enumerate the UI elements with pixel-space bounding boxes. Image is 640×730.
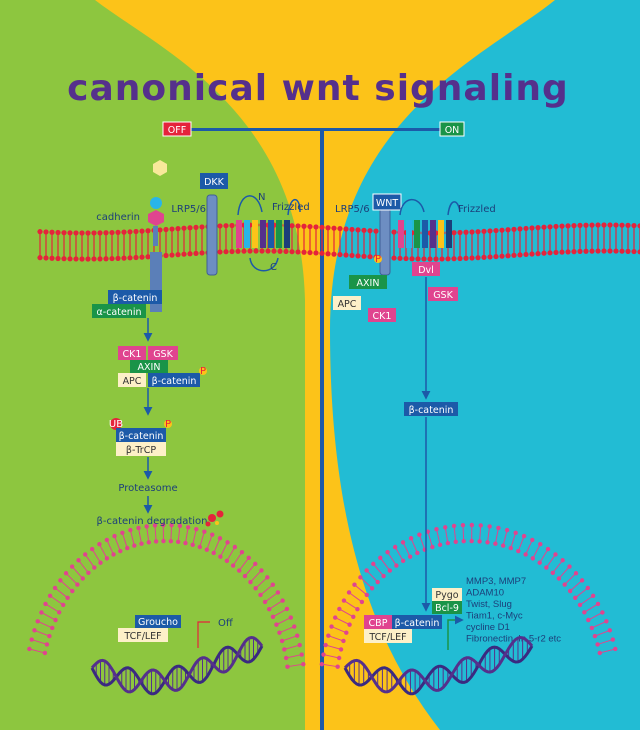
off-transcription-label: Off <box>218 618 234 629</box>
tcf-off-box <box>118 628 168 642</box>
frizzled-on-loop <box>399 198 461 216</box>
beta-catenin-label-3: β-catenin <box>119 431 164 442</box>
on-transcription-arrow <box>447 615 464 650</box>
phospho-on-label: P <box>375 254 381 265</box>
tcf-on-box <box>364 629 412 643</box>
wnt-box <box>372 193 402 211</box>
groucho-label: Groucho <box>138 617 178 628</box>
page-title: canonical wnt signaling <box>67 68 569 109</box>
target-gene-item: MMP3, MMP7 <box>466 576 526 587</box>
target-gene-item: cycline D1 <box>466 622 510 633</box>
ck1-on-label: CK1 <box>373 311 392 322</box>
off-transcription-mark <box>197 621 210 648</box>
beta-catenin-box-1 <box>108 290 162 304</box>
frizzled-on-label: Frizzled <box>458 204 496 215</box>
apc-on-label: APC <box>338 299 357 310</box>
gsk-off-box <box>148 346 178 360</box>
on-background <box>330 0 640 730</box>
ubiquitin-circle <box>110 418 122 430</box>
btrcp-box <box>116 442 166 456</box>
beta-catenin-nuc-box <box>392 615 442 629</box>
tcf-off-label: TCF/LEF <box>123 631 161 642</box>
cadherin-label: cadherin <box>96 212 140 223</box>
frizzled-off-helices <box>236 220 290 248</box>
axin-on-box <box>349 275 387 289</box>
dvl-box <box>412 262 440 276</box>
alpha-catenin-box <box>92 304 146 318</box>
degradation-fragments <box>205 510 224 527</box>
groucho-box <box>135 615 181 628</box>
on-switch-label: ON <box>445 125 460 136</box>
cadherin-stalk <box>153 226 158 246</box>
dna-helix-on <box>343 635 534 696</box>
beta-catenin-on-box <box>404 402 458 416</box>
frizzled-off-loop <box>237 195 301 272</box>
lrp-receptor-on <box>379 204 391 276</box>
phospho-p1 <box>199 367 207 375</box>
cbp-box <box>364 615 392 629</box>
nucleus-membrane-right <box>319 522 618 669</box>
gsk-off-label: GSK <box>153 349 173 360</box>
target-gene-item: Twist, Slug <box>466 599 512 610</box>
pygo-box <box>432 588 462 601</box>
ck1-off-label: CK1 <box>123 349 142 360</box>
target-gene-item: Fibronectin, In 5-r2 etc <box>466 634 561 645</box>
cadherin-ligand-hexagon <box>153 160 167 176</box>
cbp-label: CBP <box>369 618 388 629</box>
gsk-on-label: GSK <box>433 290 453 301</box>
dkk-box <box>200 173 228 189</box>
off-switch-label: OFF <box>168 125 186 136</box>
btrcp-label: β-TrCP <box>126 445 156 456</box>
bcl9-box <box>432 601 462 614</box>
cadherin-ligand-blue <box>150 197 162 209</box>
frizzled-on-helices <box>398 220 452 248</box>
target-gene-item: Tiam1, c-Myc <box>466 611 523 622</box>
dna-helix-off <box>90 635 264 696</box>
wnt-label: WNT <box>376 198 398 209</box>
phospho-on <box>374 255 382 263</box>
ubiquitin-label: UB <box>109 419 123 430</box>
beta-catenin-on-label: β-catenin <box>409 405 454 416</box>
tcf-on-label: TCF/LEF <box>368 632 406 643</box>
divider-vertical <box>320 128 324 730</box>
beta-catenin-box-3 <box>116 428 166 442</box>
lrp-on-label: LRP5/6 <box>335 204 370 215</box>
off-switch[interactable]: OFF <box>162 121 192 137</box>
beta-catenin-nuc-label: β-catenin <box>395 618 440 629</box>
beta-catenin-label-2: β-catenin <box>152 376 197 387</box>
degradation-label: β-catenin degradation <box>96 516 207 527</box>
beta-catenin-label-1: β-catenin <box>113 293 158 304</box>
phospho-p1-label: P <box>200 366 206 377</box>
target-gene-item: ADAM10 <box>466 588 504 599</box>
lrp-receptor-off <box>206 194 218 276</box>
phospho-p2-label: P <box>165 419 171 430</box>
nucleus-membrane-left <box>27 522 306 669</box>
axin-off-label: AXIN <box>138 362 161 373</box>
on-switch[interactable]: ON <box>439 121 465 137</box>
apc-off-box <box>118 373 146 387</box>
dkk-label: DKK <box>204 177 225 188</box>
ck1-off-box <box>118 346 146 360</box>
lrp-off-label: LRP5/6 <box>171 204 206 215</box>
n-term-label: N <box>258 192 265 203</box>
ck1-on-box <box>368 308 396 322</box>
cadherin-hexagon <box>148 210 164 226</box>
gsk-on-box <box>428 287 458 301</box>
apc-off-label: APC <box>123 376 142 387</box>
apc-on-box <box>333 296 361 310</box>
pygo-label: Pygo <box>435 590 458 601</box>
c-term-label: C <box>270 262 277 273</box>
beta-catenin-box-2 <box>148 373 200 387</box>
proteasome-label: Proteasome <box>118 483 177 494</box>
frizzled-off-label: Frizzled <box>272 202 310 213</box>
alpha-catenin-label: α-catenin <box>97 307 142 318</box>
axin-on-label: AXIN <box>357 278 380 289</box>
bcl9-label: Bcl-9 <box>435 603 459 614</box>
axin-off-box <box>130 360 168 373</box>
dvl-label: Dvl <box>418 265 434 276</box>
phospho-p2 <box>164 420 172 428</box>
